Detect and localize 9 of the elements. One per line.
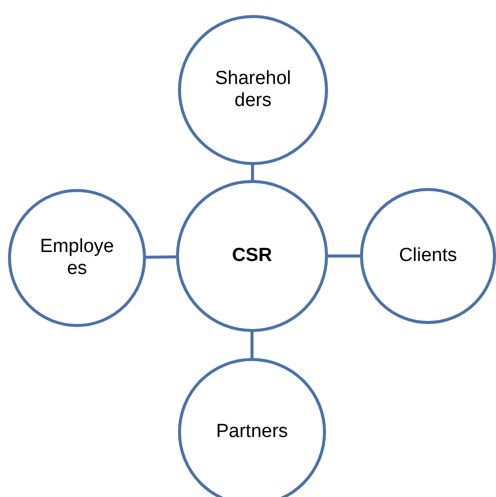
connector-line [146,255,176,259]
connector-line [250,332,254,358]
connector-line [328,254,360,258]
node-label: Partners [215,421,289,443]
connector-line [250,164,254,180]
center-label: CSR [230,245,274,267]
node-label: Employees [39,236,115,280]
node-label: Clients [398,245,458,267]
node-label: Shareholders [214,68,292,112]
